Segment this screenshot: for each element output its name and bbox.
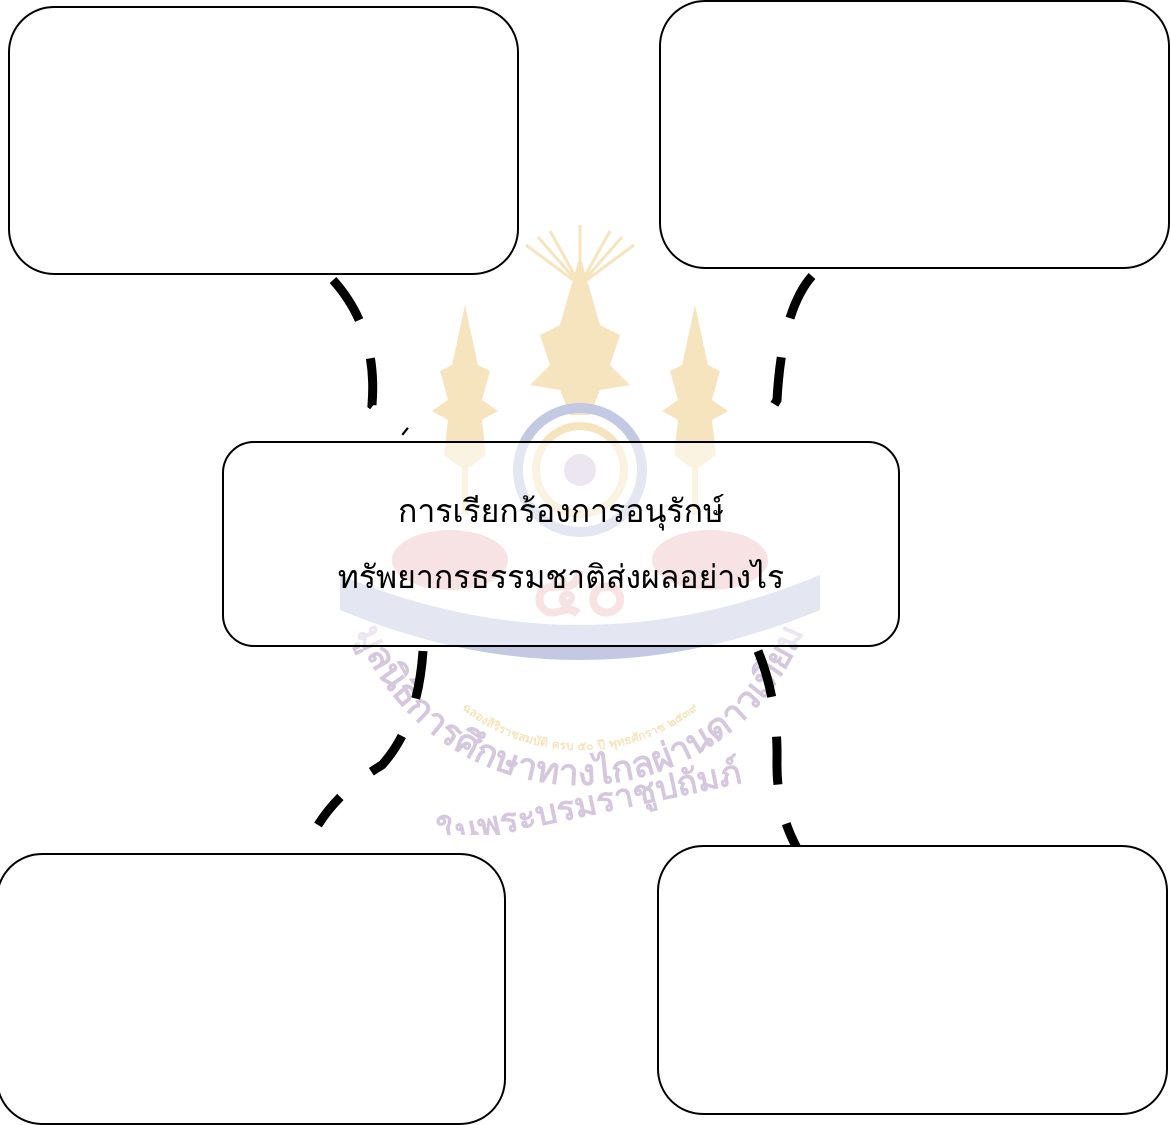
central-topic-line-1: การเรียกร้องการอนุรักษ์ xyxy=(397,492,725,530)
connector-top-right xyxy=(754,273,816,435)
connector-top-left xyxy=(329,276,409,436)
crown-icon xyxy=(530,255,630,415)
central-topic-line-2: ทรัพยากรธรรมชาติส่งผลอย่างไร xyxy=(337,558,785,596)
answer-box-top-right[interactable] xyxy=(659,0,1170,269)
connector-bottom-left xyxy=(314,650,428,828)
connector-bottom-right xyxy=(753,649,801,851)
tiered-umbrella-right-icon xyxy=(662,305,728,467)
central-topic-box: การเรียกร้องการอนุรักษ์ ทรัพยากรธรรมชาติ… xyxy=(222,441,900,647)
answer-box-bottom-left[interactable] xyxy=(0,853,506,1125)
tiered-umbrella-left-icon xyxy=(432,305,498,467)
answer-box-bottom-right[interactable] xyxy=(657,845,1168,1115)
halo-icon xyxy=(525,225,635,287)
answer-box-top-left[interactable] xyxy=(8,6,519,275)
